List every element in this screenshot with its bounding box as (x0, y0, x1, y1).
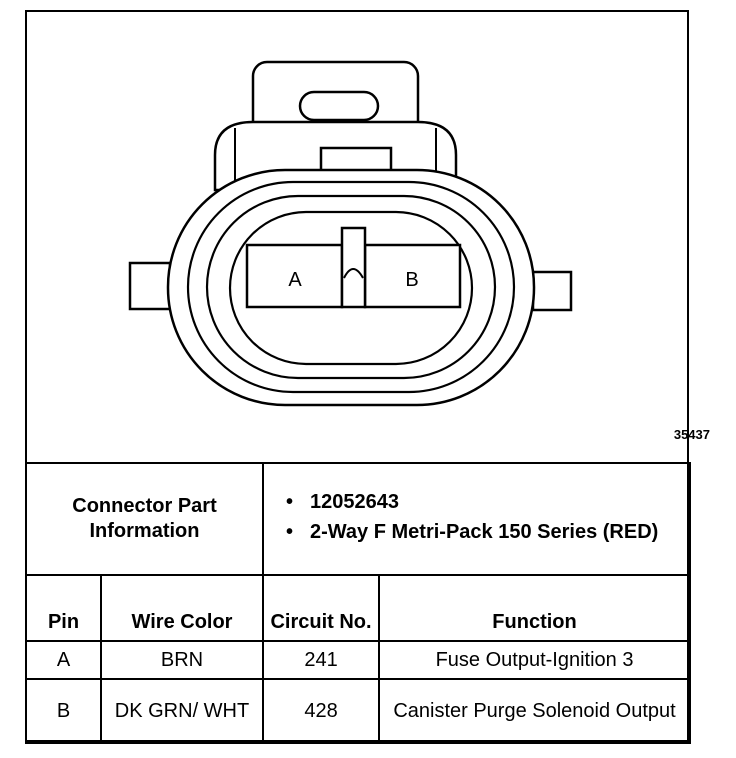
function-cell: Fuse Output-Ignition 3 (378, 640, 692, 680)
table-row: A BRN 241 Fuse Output-Ignition 3 (25, 640, 692, 680)
header-row: Pin Wire Color Circuit No. Function (25, 574, 692, 642)
header-circuit-no: Circuit No. (262, 574, 381, 642)
wire-color-cell: DK GRN/ WHT (99, 678, 265, 744)
connector-part-info-label: Connector Part Information (24, 462, 265, 576)
left-ear (128, 261, 172, 311)
connector-figure: A B (25, 10, 689, 464)
tab-slot (298, 90, 380, 122)
center-key (340, 226, 367, 309)
function-cell: Canister Purge Solenoid Output (378, 678, 692, 744)
figure-number: 35437 (673, 427, 710, 442)
circuit-cell: 428 (262, 678, 381, 744)
connector-info-table: Connector Part Information 12052643 2-Wa… (24, 462, 692, 744)
connector-info-row: Connector Part Information 12052643 2-Wa… (24, 462, 692, 576)
key-notch (343, 268, 364, 279)
pin-label-b: B (405, 269, 418, 291)
connector-description: 2-Way F Metri-Pack 150 Series (RED) (286, 519, 685, 545)
header-function: Function (378, 574, 692, 642)
wire-color-cell: BRN (99, 640, 265, 680)
part-number: 12052643 (286, 489, 685, 515)
connector-part-info-values: 12052643 2-Way F Metri-Pack 150 Series (… (262, 462, 692, 576)
pin-cell: A (25, 640, 102, 680)
right-ear (531, 270, 573, 312)
circuit-cell: 241 (262, 640, 381, 680)
pin-label-a: A (288, 269, 302, 291)
table-row: B DK GRN/ WHT 428 Canister Purge Solenoi… (25, 678, 692, 744)
pin-cell: B (25, 678, 102, 744)
cavity-b (363, 243, 462, 309)
header-wire-color: Wire Color (99, 574, 265, 642)
connector-drawing: A B (128, 60, 573, 407)
header-pin: Pin (25, 574, 102, 642)
